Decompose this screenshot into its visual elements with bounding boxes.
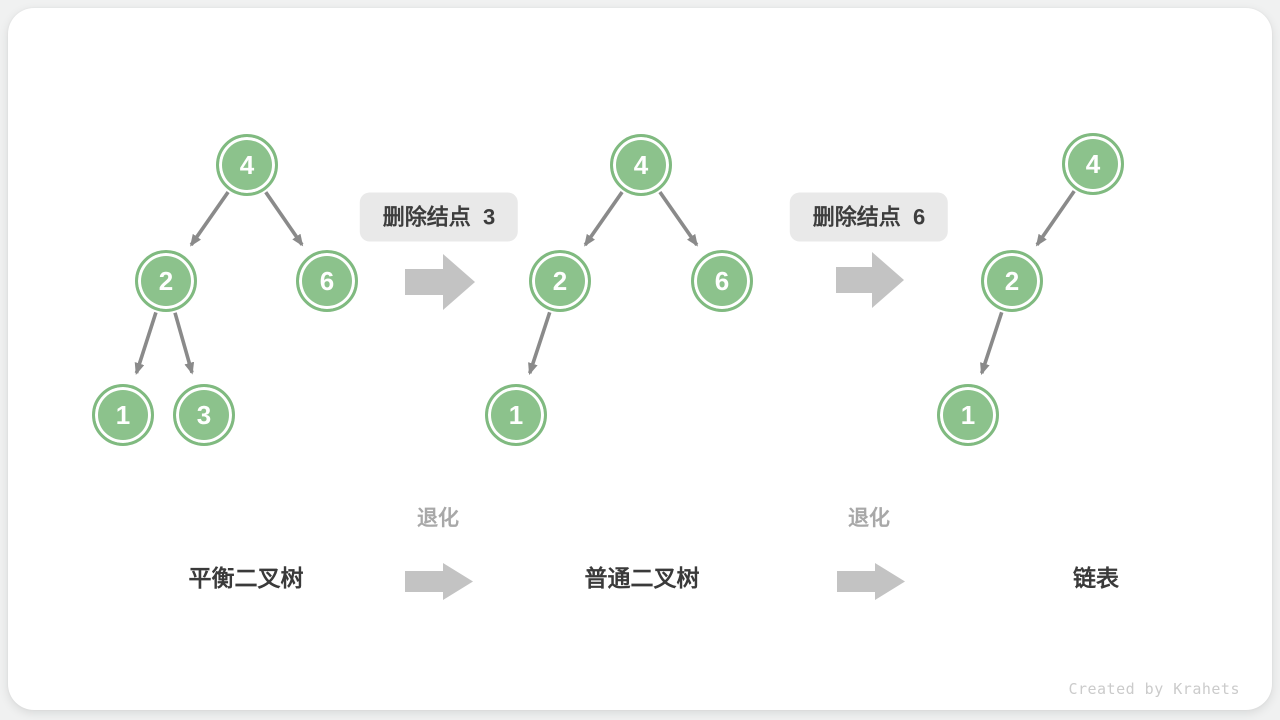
ordinary-binary-tree-node-6: 6 xyxy=(691,250,753,312)
linked-list-tree-node-4: 4 xyxy=(1062,133,1124,195)
caption-2: 普通二叉树 xyxy=(584,565,700,591)
linked-list-tree-node-1: 1 xyxy=(937,384,999,446)
step-label-1: 删除结点 3 xyxy=(359,192,519,242)
ordinary-binary-tree-node-4: 4 xyxy=(610,134,672,196)
linked-list-tree-node-2: 2 xyxy=(981,250,1043,312)
balanced-binary-tree-node-1: 1 xyxy=(92,384,154,446)
balanced-binary-tree-node-2: 2 xyxy=(135,250,197,312)
credit-text: Created by Krahets xyxy=(1068,680,1240,698)
degrade-label-1: 退化 xyxy=(417,507,459,530)
step-label-2: 删除结点 6 xyxy=(789,192,949,242)
caption-3: 链表 xyxy=(1073,565,1119,591)
balanced-binary-tree-node-3: 3 xyxy=(173,384,235,446)
ordinary-binary-tree-node-1: 1 xyxy=(485,384,547,446)
ordinary-binary-tree-node-2: 2 xyxy=(529,250,591,312)
diagram-card xyxy=(8,8,1272,710)
balanced-binary-tree-node-6: 6 xyxy=(296,250,358,312)
balanced-binary-tree-node-4: 4 xyxy=(216,134,278,196)
degrade-label-2: 退化 xyxy=(848,507,890,530)
caption-1: 平衡二叉树 xyxy=(188,565,304,591)
